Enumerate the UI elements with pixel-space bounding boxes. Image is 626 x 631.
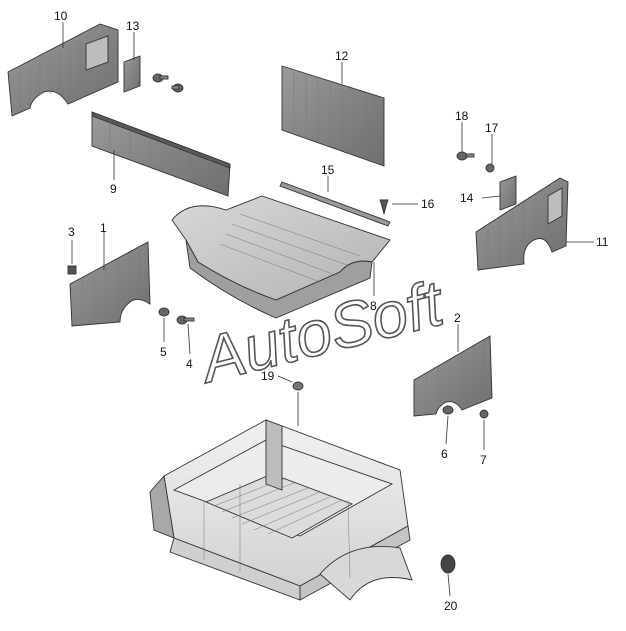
callout-20: 20 xyxy=(444,599,458,613)
part-2-side-panel xyxy=(413,335,493,417)
callout-7: 7 xyxy=(480,453,487,467)
callout-8: 8 xyxy=(370,299,377,313)
clip-icon xyxy=(379,199,389,215)
callout-labels: 10 13 12 18 17 15 16 14 11 9 3 1 8 2 5 4… xyxy=(54,9,609,613)
callout-4: 4 xyxy=(186,357,193,371)
part-13-cover-plate xyxy=(123,55,141,93)
callout-5: 5 xyxy=(160,345,167,359)
callout-9: 9 xyxy=(110,182,117,196)
bolt-icon xyxy=(456,151,495,173)
part-14-cover-plate xyxy=(499,175,517,211)
callout-2: 2 xyxy=(454,311,461,325)
callout-12: 12 xyxy=(335,49,349,63)
assembled-cargo-bed xyxy=(149,419,413,601)
part-1-side-panel xyxy=(69,241,151,327)
part-10-side-panel xyxy=(7,23,119,117)
callout-10: 10 xyxy=(54,9,68,23)
part-8-bed-liner xyxy=(171,195,391,319)
bolt-icon xyxy=(442,405,489,419)
part-19-plug xyxy=(292,381,304,391)
part-12-rear-panel xyxy=(281,65,385,167)
bolt-icon xyxy=(158,307,195,325)
callout-6: 6 xyxy=(441,447,448,461)
callout-11: 11 xyxy=(596,235,609,249)
part-9-front-panel xyxy=(91,111,231,197)
callout-16: 16 xyxy=(421,197,435,211)
callout-3: 3 xyxy=(68,225,75,239)
callout-18: 18 xyxy=(455,109,469,123)
callout-1: 1 xyxy=(100,221,107,235)
callout-14: 14 xyxy=(460,191,474,205)
part-3-cap xyxy=(67,265,77,275)
part-11-side-panel xyxy=(475,177,569,271)
callout-19: 19 xyxy=(261,369,275,383)
bolt-icon xyxy=(152,73,184,93)
callout-17: 17 xyxy=(485,121,499,135)
part-20-plug xyxy=(440,554,456,574)
callout-13: 13 xyxy=(126,19,140,33)
callout-15: 15 xyxy=(321,163,335,177)
leader-lines xyxy=(62,22,594,597)
part-15-trim-strip xyxy=(279,181,391,227)
